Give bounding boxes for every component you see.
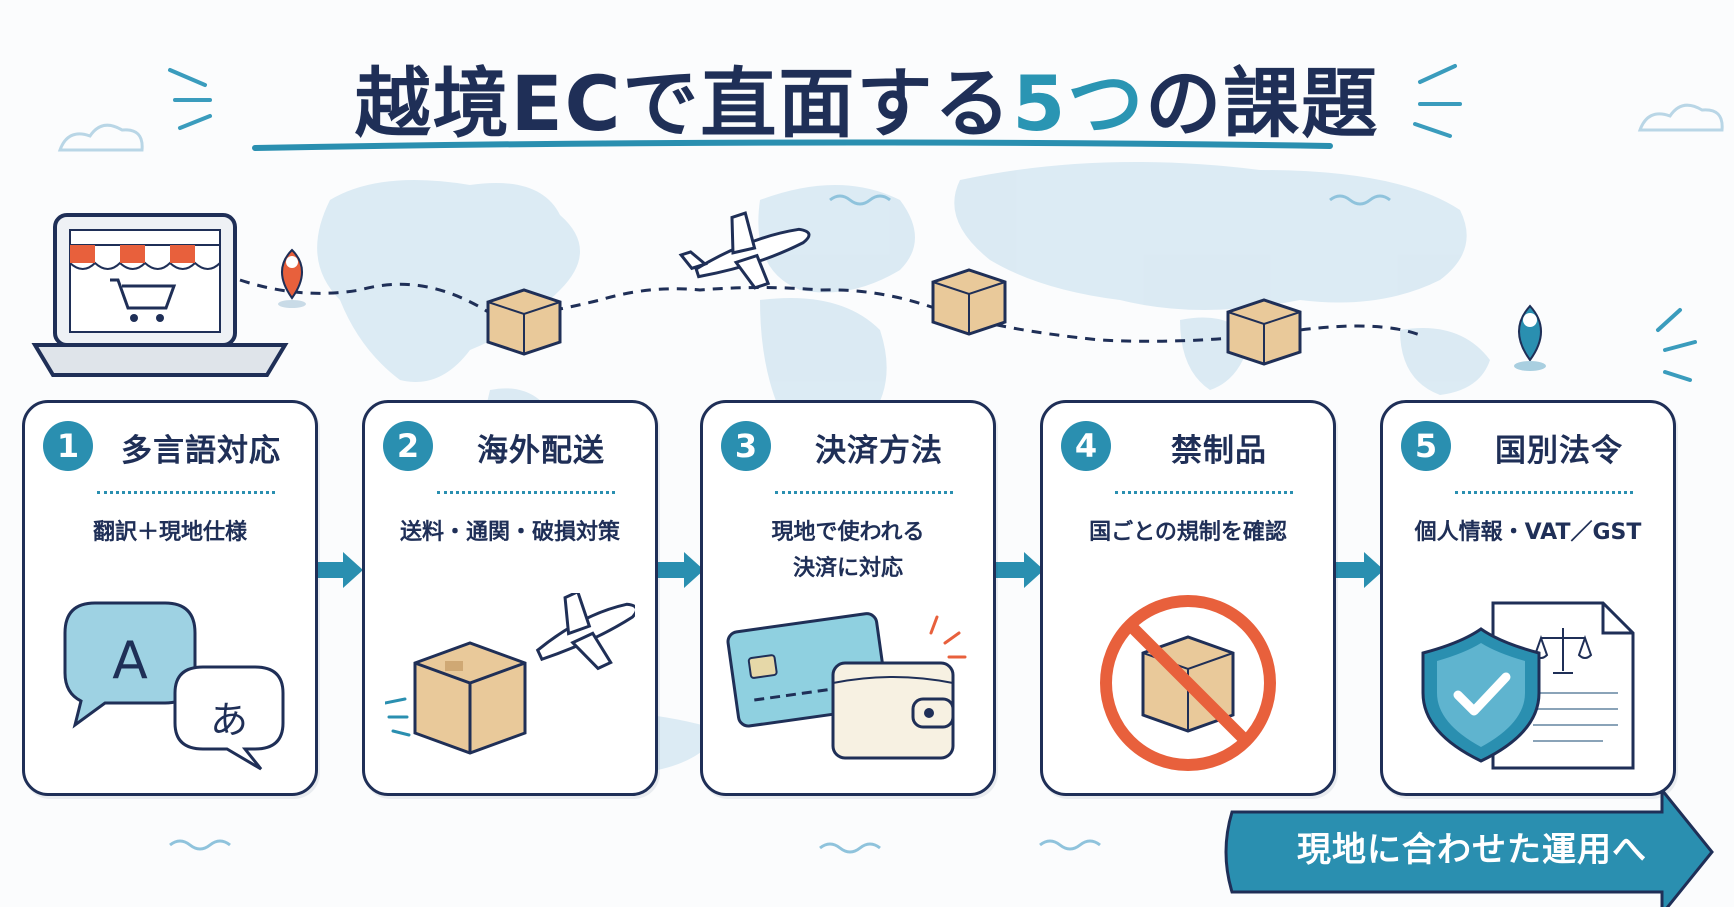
cta-banner: 現地に合わせた運用へ [1297, 830, 1647, 870]
airplane-icon [678, 211, 811, 290]
step-number-badge: 1 [43, 421, 93, 471]
dotted-divider [97, 491, 275, 494]
speech-bubbles-icon: A あ [63, 601, 285, 771]
step-description-line: 決済に対応 [792, 556, 903, 581]
step-description: 現地で使われる 決済に対応 [711, 515, 985, 587]
laptop-shop-icon [31, 213, 289, 377]
step-heading: 海外配送 [477, 433, 605, 469]
step-card-1: 1 多言語対応 翻訳＋現地仕様 A あ [22, 400, 318, 796]
package-icon [486, 288, 562, 356]
cloud-icons [57, 103, 1724, 152]
wave-marks [169, 194, 1391, 854]
svg-text:A: A [112, 631, 148, 691]
title-accent: 5つ [1012, 59, 1146, 148]
step-description: 翻訳＋現地仕様 [92, 520, 247, 545]
step-number-badge: 4 [1061, 421, 1111, 471]
shield-and-document-icon [1421, 601, 1635, 770]
location-pin-icon [278, 248, 306, 308]
package-icon [931, 268, 1007, 336]
destination-pin-icon [1514, 304, 1697, 382]
step-card-4: 4 禁制品 国ごとの規制を確認 [1040, 400, 1336, 796]
cta-banner-shape [1224, 785, 1714, 907]
flow-arrows [315, 552, 1384, 588]
step-heading: 決済方法 [815, 433, 943, 469]
title-sparkles [168, 64, 1462, 138]
dotted-divider [1115, 491, 1293, 494]
box-and-airplane-icon [385, 593, 635, 755]
dotted-divider [437, 491, 615, 494]
step-card-5: 5 国別法令 個人情報・VAT／GST [1380, 400, 1676, 796]
step-card-2: 2 海外配送 送料・通関・破損対策 [362, 400, 658, 796]
title-suffix: の課題 [1145, 59, 1380, 148]
svg-text:あ: あ [210, 698, 248, 742]
dotted-divider [775, 491, 953, 494]
prohibited-box-icon [1100, 595, 1276, 771]
step-description: 個人情報・VAT／GST [1414, 520, 1642, 545]
dotted-divider [1455, 491, 1633, 494]
step-description: 送料・通関・破損対策 [399, 520, 620, 545]
step-card-3: 3 決済方法 現地で使われる 決済に対応 [700, 400, 996, 796]
title-prefix: 越境ECで直面する [354, 59, 1013, 148]
shipping-route [239, 278, 1421, 343]
step-number-badge: 3 [721, 421, 771, 471]
step-description: 国ごとの規制を確認 [1089, 520, 1287, 545]
package-icon [1226, 298, 1302, 366]
step-number-badge: 2 [383, 421, 433, 471]
page-title: 越境ECで直面する5つの課題 [0, 42, 1734, 152]
step-heading: 多言語対応 [121, 433, 281, 469]
step-number-badge: 5 [1401, 421, 1451, 471]
step-heading: 禁制品 [1171, 433, 1267, 469]
step-description-line: 現地で使われる [771, 520, 925, 545]
step-heading: 国別法令 [1495, 433, 1623, 469]
card-and-wallet-icon [726, 612, 967, 760]
title-underline [252, 139, 1333, 151]
